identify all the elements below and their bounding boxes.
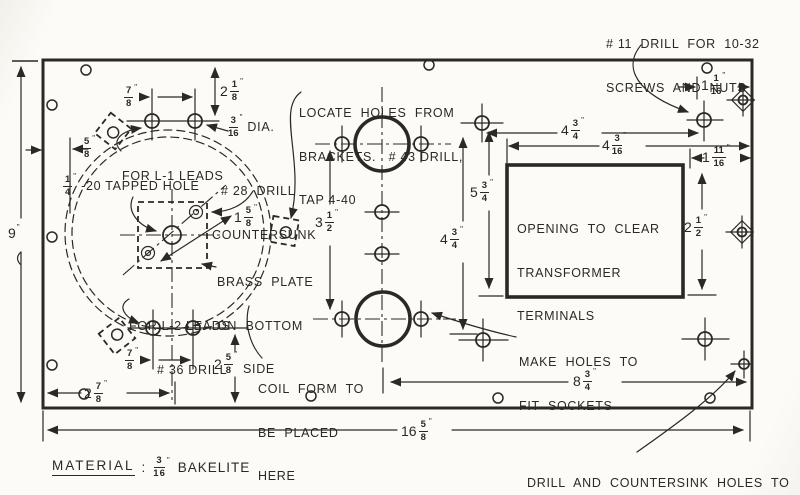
leader-for-l2	[122, 298, 140, 324]
dim-1-11-16-line	[689, 148, 751, 169]
coil-form-circle	[64, 129, 272, 337]
wood-screw-hole	[730, 350, 753, 379]
note-11-drill: # 11 DRILL FOR 10-32 SCREWS AND NUTS	[606, 37, 760, 95]
note-brass-plate: BRASS PLATE ON BOTTOM SIDE	[217, 275, 314, 376]
edge-hole-right-top	[726, 83, 756, 117]
bracket-screw-hole-top	[460, 103, 504, 143]
bracket-screw-hole-right	[681, 317, 730, 361]
dim-5-3-4-line	[478, 131, 504, 297]
dim-overall-height-label: 9"	[8, 223, 20, 241]
note-transformer-opening: OPENING TO CLEAR TRANSFORMER TERMINALS	[517, 222, 660, 323]
bracket-screw-hole-mid	[458, 318, 509, 362]
note-28-drill: # 28 DRILL COUNTERSUNK	[212, 184, 317, 242]
leader-locate-holes	[288, 91, 302, 219]
note-for-l2-leads: FOR L-2 LEADS # 36 DRILL	[129, 319, 231, 377]
socket-holes	[313, 87, 456, 366]
bracket-bottom-left	[97, 316, 137, 356]
dim-overall-height	[12, 60, 38, 403]
note-for-l1-leads: FOR L-1 LEADS	[122, 169, 224, 183]
leader-wood-screws	[636, 370, 736, 453]
dim-2-1-2-line	[687, 173, 717, 296]
dim-1-5-8-line	[160, 215, 232, 262]
dim-overall-width	[42, 410, 751, 442]
l1-lead-holes	[126, 88, 220, 141]
transformer-opening	[505, 163, 685, 299]
leader-coil-form	[246, 305, 263, 359]
chassis-screw-holes	[46, 59, 716, 404]
leader-dia	[206, 123, 229, 133]
drill-11-hole	[686, 100, 724, 142]
note-coil-form: COIL FORM TO BE PLACED HERE	[258, 382, 365, 483]
note-make-holes: MAKE HOLES TO FIT SOCKETS	[519, 355, 639, 413]
dim-2-7-8-line	[47, 381, 176, 405]
dim-4-3-4-vert-line	[449, 137, 478, 335]
dim-5-8-line	[25, 137, 89, 214]
leader-for-l1	[116, 124, 142, 152]
note-locate-holes: LOCATE HOLES FROM BRACKETS. # 43 DRILL, …	[299, 106, 464, 207]
leader-tapped-hole	[130, 196, 157, 233]
countersunk-hole-2	[140, 245, 156, 261]
dim-4-3-16-line	[506, 138, 750, 164]
leader-brass-plate	[201, 261, 217, 271]
bracket-right	[267, 214, 301, 248]
brass-plate	[120, 184, 232, 400]
dim-8-3-4-line	[382, 367, 747, 394]
note-countersink: DRILL AND COUNTERSINK HOLES TO FIT 34" -…	[527, 476, 790, 490]
countersunk-hole-1	[188, 204, 204, 220]
leader-11-drill	[632, 44, 689, 113]
edge-hole-right-mid	[725, 215, 755, 249]
leader-28-drill	[211, 190, 254, 217]
leader-make-holes	[431, 311, 517, 338]
bracket-top-left	[93, 111, 133, 151]
l2-lead-holes	[128, 309, 248, 370]
